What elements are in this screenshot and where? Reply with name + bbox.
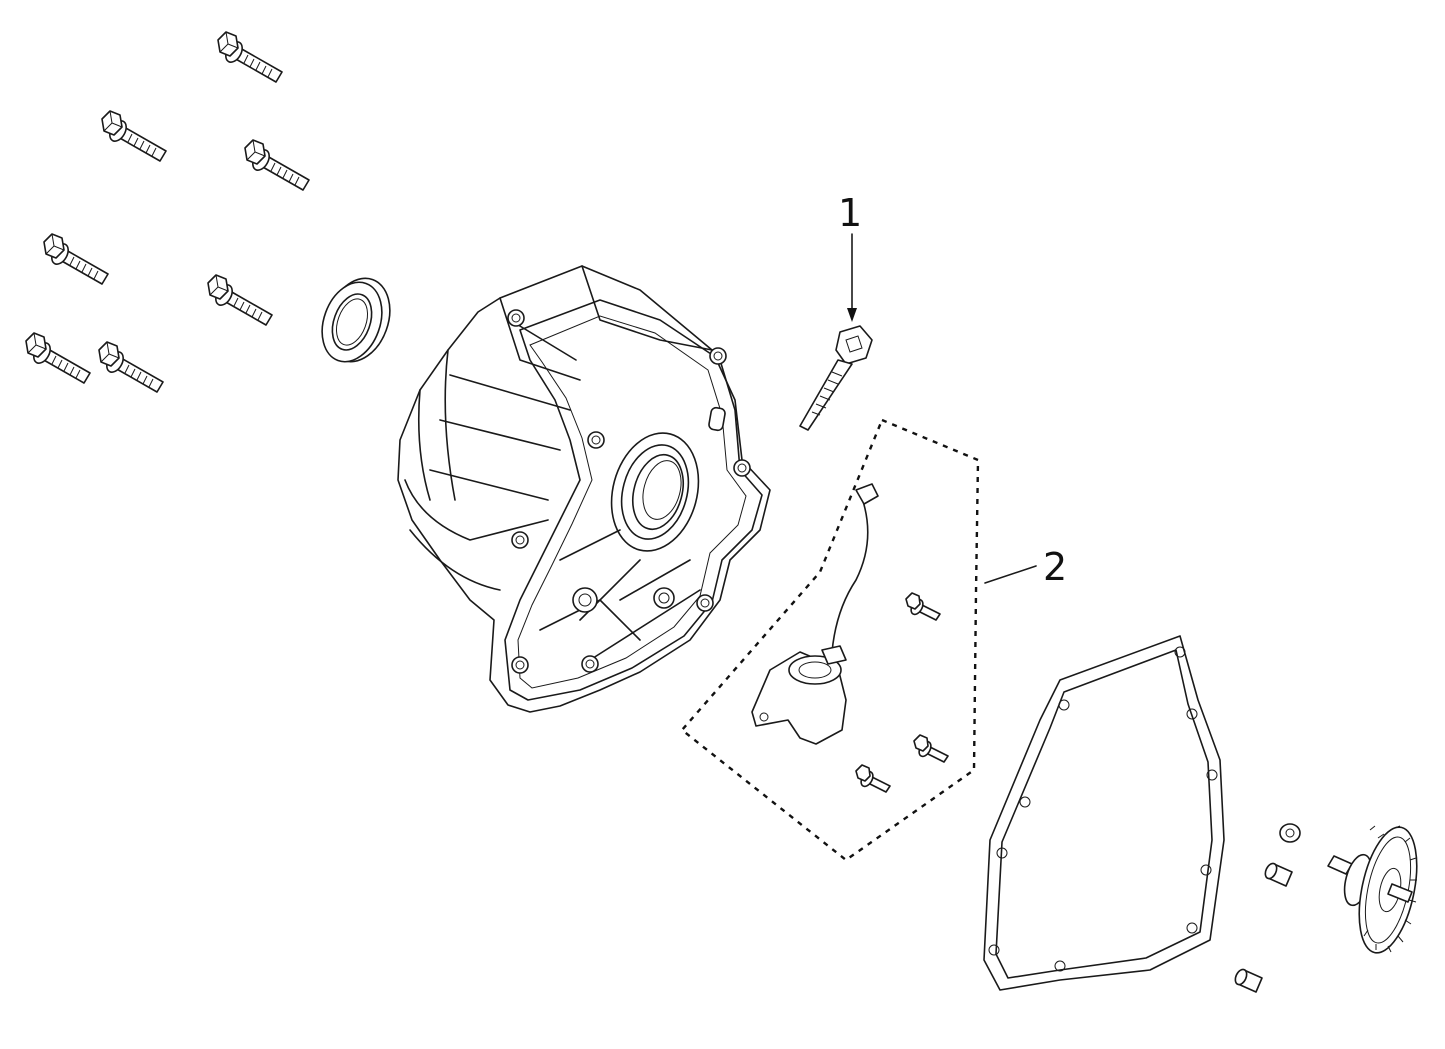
callout-label-1: 1 — [838, 191, 863, 235]
bolt-2 — [101, 110, 167, 162]
oil-seal — [321, 277, 391, 363]
bolt-3 — [244, 139, 310, 191]
callout-2-leader — [984, 565, 1037, 584]
callout-1-leader — [847, 233, 857, 322]
callout-label-2: 2 — [1043, 545, 1068, 589]
oil-level-sensor — [751, 483, 879, 745]
sensor-screw-3 — [855, 764, 891, 793]
washer — [1279, 823, 1301, 843]
dipstick — [799, 325, 873, 431]
bolt-4 — [43, 233, 109, 285]
governor-gear-assembly — [1327, 825, 1418, 954]
bolt-1 — [217, 31, 283, 83]
sensor-screw-1 — [905, 592, 941, 621]
crankcase-cover — [397, 265, 771, 713]
bolt-7 — [98, 341, 164, 393]
dowel-pin-2 — [1234, 968, 1263, 993]
dowel-pin-1 — [1264, 862, 1293, 887]
bolt-5 — [207, 274, 273, 326]
sensor-screw-2 — [913, 734, 949, 763]
bolt-6 — [25, 332, 91, 384]
cover-gasket — [983, 635, 1225, 991]
